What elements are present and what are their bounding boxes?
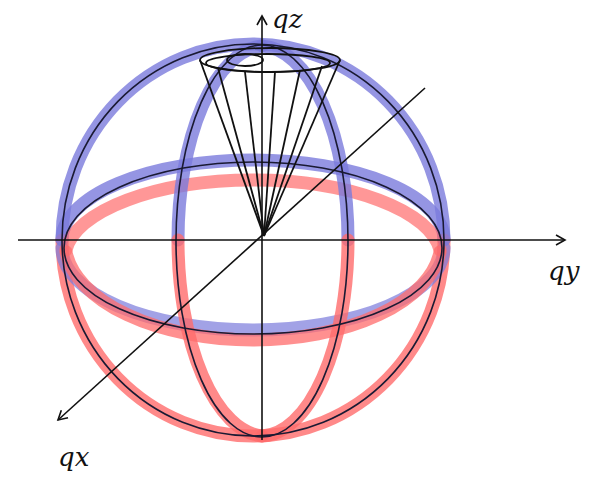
axis-label: qy — [548, 258, 579, 284]
axis-label: qz — [272, 6, 302, 32]
axis-label: qx — [58, 444, 89, 470]
